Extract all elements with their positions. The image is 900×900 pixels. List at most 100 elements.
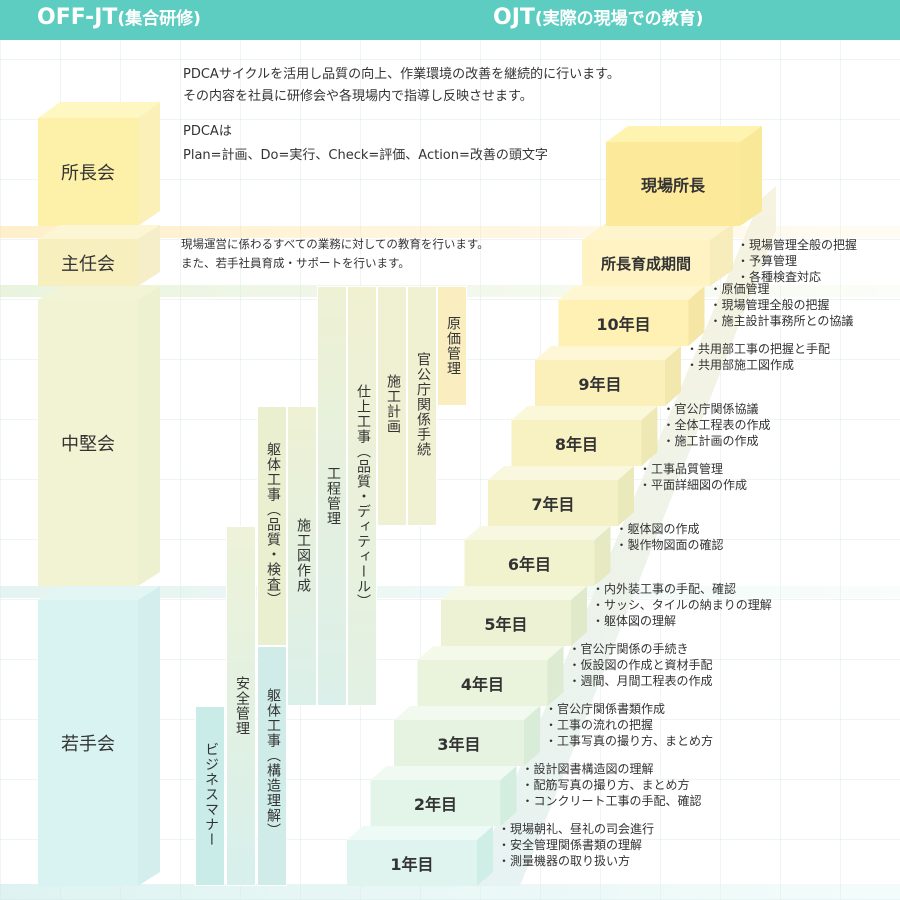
shocho-side: [740, 126, 762, 226]
step-bullets: ・現場朝礼、昼礼の司会進行・安全管理関係書類の理解・測量機器の取り扱い方: [498, 821, 654, 869]
bar-kankocho: [407, 286, 437, 526]
step-label: 9年目: [578, 375, 622, 394]
step-front: [417, 660, 548, 706]
step-top: [394, 706, 540, 720]
step-bullet: ・現場朝礼、昼礼の司会進行: [498, 822, 655, 836]
step-label: 8年目: [554, 435, 599, 454]
step-top: [347, 826, 493, 840]
step-label: 10年目: [596, 315, 651, 334]
step-front: [535, 360, 665, 406]
step-top: [441, 586, 587, 600]
wakatekai-block: 若手会: [61, 734, 115, 755]
step-block: 10年目: [559, 300, 689, 346]
step-front: [441, 600, 571, 646]
step-bullet: ・工事品質管理: [639, 462, 724, 476]
pdca-text: PDCAは Plan=計画、Do=実行、Check=評価、Action=改善の頭…: [183, 124, 548, 163]
step-label: 5年目: [484, 615, 528, 634]
shocho-top: [606, 126, 762, 142]
bar-koteikanri-label: 工程管理: [325, 466, 341, 526]
bar-genkakanri-label: 原価管理: [445, 316, 461, 376]
step-bullets: ・躯体図の作成・製作物図面の確認: [616, 521, 724, 553]
ikusei-bullet: ・各種検査対応: [737, 270, 822, 284]
bar-sekozu: [287, 406, 317, 706]
step-label: 4年目: [460, 675, 505, 694]
step-side: [594, 526, 611, 586]
step-front: [558, 300, 689, 346]
bar-kankocho-label: 官公庁関係手続: [415, 352, 431, 457]
bar-sekokeikaku: [377, 286, 407, 526]
step-bullets: ・工事品質管理・平面詳細図の作成: [639, 461, 747, 493]
step-front: [464, 540, 595, 586]
step-side: [477, 826, 493, 886]
bar-kutai-hinshitsu: [257, 406, 287, 646]
offjt-heading: OFF-JT(集合研修): [37, 5, 201, 30]
bar-business-manner: [195, 706, 225, 886]
step-bullet: ・施工計画の作成: [662, 434, 759, 448]
band-bottom: [0, 884, 900, 900]
note-text: 現場運営に係わるすべての業務に対しての教育を行います。 また、若手社員育成・サポ…: [181, 237, 489, 270]
chukenkai-side: [138, 286, 160, 586]
step-label: 1年目: [390, 855, 434, 874]
bar-shiage: [347, 286, 377, 706]
bar-kutai-kozo-label: 躯体工事（構造理解）: [265, 688, 281, 838]
step-side: [500, 766, 517, 826]
step-top: [417, 646, 564, 660]
step-bullet: ・平面詳細図の作成: [639, 478, 748, 492]
step-front: [370, 780, 501, 826]
step-bullets: ・官公庁関係の手続き・仮設図の作成と資材手配・週間、月間工程表の作成: [569, 641, 713, 689]
step-block: 5年目: [441, 600, 571, 646]
step-block: 6年目: [465, 540, 595, 586]
step-label: 3年目: [437, 735, 481, 754]
step-label: 2年目: [413, 795, 458, 814]
step-side: [641, 406, 658, 466]
step-side: [618, 466, 634, 526]
wakatekai-side: [138, 586, 160, 886]
bar-kutai-kozo: [257, 646, 287, 886]
step-top: [488, 466, 634, 480]
step-block: 3年目: [394, 720, 524, 766]
bar-shiage-label: 仕上工事（品質・ディティール）: [355, 384, 371, 609]
step-block: 1年目: [347, 840, 477, 886]
step-side: [665, 346, 681, 406]
step-top: [511, 406, 658, 420]
step-bullet: ・施主設計事務所との協議: [709, 314, 854, 328]
step-bullet: ・安全管理関係書類の理解: [498, 838, 643, 852]
step-bullet: ・設計図書構造図の理解: [521, 762, 654, 776]
step-top: [464, 526, 611, 540]
step-bullet: ・躯体図の理解: [592, 614, 677, 628]
step-bullets: ・設計図書構造図の理解・配筋写真の撮り方、まとめ方・コンクリート工事の手配、確認: [522, 761, 702, 809]
step-bullet: ・工事の流れの把握: [545, 718, 654, 732]
step-bullet: ・原価管理: [709, 282, 770, 296]
ojt-heading: OJT(実際の現場での教育): [493, 5, 704, 30]
bar-genkakanri: [437, 286, 467, 406]
step-bullet: ・官公庁関係の手続き: [568, 642, 689, 656]
step-bullet: ・測量機器の取り扱い方: [498, 854, 631, 868]
step-bullets: ・共用部工事の把握と手配・共用部施工図作成: [686, 341, 830, 373]
step-bullets: ・官公庁関係協議・全体工程表の作成・施工計画の作成: [663, 401, 771, 449]
step-bullet: ・全体工程表の作成: [662, 418, 771, 432]
step-label: 6年目: [507, 555, 552, 574]
bar-koteikanri: [317, 286, 347, 706]
step-top: [558, 286, 705, 300]
bar-business-manner-label: ビジネスマナー: [203, 742, 219, 847]
step-bullet: ・躯体図の作成: [615, 522, 700, 536]
ikusei-front: [582, 240, 710, 286]
step-bullet: ・週間、月間工程表の作成: [568, 674, 713, 688]
chukenkai-top: [38, 286, 160, 300]
shochokai-block: 所長会: [61, 163, 115, 184]
step-bullets: ・内外装工事の手配、確認・サッシ、タイルの納まりの理解・躯体図の理解: [592, 581, 772, 629]
step-block: 7年目: [488, 480, 618, 526]
step-side: [688, 286, 705, 346]
shochokai-top: [38, 102, 160, 118]
shochokai-side: [138, 102, 160, 226]
header-bar: OFF-JT(集合研修) OJT(実際の現場での教育): [0, 0, 900, 40]
bar-sekokeikaku-label: 施工計画: [385, 374, 401, 434]
chukenkai-block: 中堅会: [61, 434, 115, 455]
step-bullet: ・サッシ、タイルの納まりの理解: [592, 598, 772, 612]
step-top: [370, 766, 517, 780]
shuninkai-top: [38, 225, 160, 239]
step-bullet: ・官公庁関係書類作成: [545, 702, 666, 716]
